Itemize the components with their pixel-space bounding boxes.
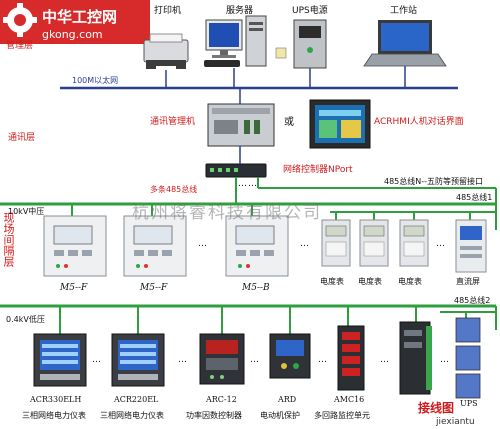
lv-ellipsis-2: … — [178, 355, 187, 365]
lv-ellipsis-3: … — [250, 355, 259, 365]
gkong-logo — [0, 0, 150, 44]
management-layer-label: 管理层 — [6, 41, 34, 51]
corner-logo-cn: 接线图 — [418, 401, 455, 415]
m5b-label: M5--B — [242, 283, 270, 293]
lv-ups-label: UPS — [460, 399, 478, 408]
printer-image — [143, 33, 189, 70]
comm-manager-label: 通讯管理机 — [150, 117, 196, 127]
acr330-label: ACR330ELH — [30, 395, 82, 404]
workstation-laptop-image — [363, 20, 447, 67]
m5f-label-2: M5--F — [140, 283, 168, 293]
lv-ellipsis-4: … — [318, 355, 327, 365]
amc16-label: AMC16 — [334, 395, 365, 404]
ethernet-bus — [60, 66, 458, 104]
lv-ellipsis-6: … — [440, 355, 449, 365]
m5b-relay — [225, 215, 289, 277]
bus485n-label: 485总线N--五防等预留接口 — [384, 177, 484, 186]
server-image — [204, 15, 267, 67]
hv-ellipsis-2: … — [300, 239, 309, 249]
corner-logo-en: jiexiantu — [436, 417, 475, 427]
ups-image — [275, 19, 327, 69]
dc-screen-label: 直流屏 — [456, 277, 480, 286]
acr330elh-meter — [33, 333, 87, 387]
hv-ellipsis: … — [198, 239, 207, 249]
hmi-panel-image — [309, 99, 371, 149]
server-label: 服务器 — [226, 6, 254, 16]
nport-controller-image — [205, 146, 267, 178]
multi485-label: 多条485总线 — [150, 185, 198, 194]
lv-caption-2: 三相网络电力仪表 — [100, 411, 164, 420]
ard-label: ARD — [278, 395, 297, 404]
m5f-label-1: M5--F — [60, 283, 88, 293]
acr220el-meter — [111, 333, 165, 387]
lv-caption-4: 电动机保护 — [260, 411, 300, 420]
logo-title: 中华工控网 — [42, 8, 118, 26]
corner-logo — [420, 400, 500, 429]
comm-manager-image — [207, 103, 275, 147]
meter-label-3: 电度表 — [398, 277, 422, 286]
acr220-label: ACR220EL — [114, 395, 159, 404]
communication-layer-label: 通讯层 — [8, 133, 36, 143]
energy-meter-1 — [321, 219, 351, 267]
m5f-relay-1 — [43, 215, 107, 277]
meter-label-1: 电度表 — [320, 277, 344, 286]
lv-ellipsis-5: … — [380, 355, 389, 365]
logo-domain: gkong.com — [42, 28, 103, 41]
amc16-unit — [337, 325, 365, 391]
ethernet-label: 100M以太网 — [72, 76, 119, 85]
company-watermark: 杭州将睿科技有限公司 — [132, 203, 322, 223]
energy-meter-3 — [399, 219, 429, 267]
hv-ellipsis-3: … — [436, 239, 445, 249]
arc12-controller — [199, 333, 245, 385]
rs485-bus-network — [0, 177, 497, 334]
ups-stack — [455, 317, 481, 399]
multi-loop-unit — [399, 321, 432, 395]
bus-ellipsis-1: … — [238, 179, 247, 189]
lv-label: 0.4kV低压 — [6, 315, 45, 324]
workstation-label: 工作站 — [390, 6, 418, 16]
gear-icon — [3, 3, 37, 37]
lv-caption-3: 功率因数控制器 — [186, 411, 242, 420]
lv-caption-5: 多回路监控单元 — [314, 411, 370, 420]
energy-meter-2 — [359, 219, 389, 267]
bus-ellipsis-2: … — [248, 179, 257, 189]
ups-label: UPS电源 — [292, 6, 328, 16]
printer-label: 打印机 — [154, 6, 182, 16]
arc12-label: ARC-12 — [206, 395, 237, 404]
lv-caption-1: 三相网络电力仪表 — [22, 411, 86, 420]
ard-motor-protector — [269, 333, 311, 379]
m5f-relay-2 — [123, 215, 187, 277]
meter-label-2: 电度表 — [358, 277, 382, 286]
bus485-1-label: 485总线1 — [456, 193, 493, 202]
bus485-2-label: 485总线2 — [454, 296, 491, 305]
hv-label: 10kV中压 — [8, 207, 45, 216]
dc-screen-cabinet — [455, 219, 487, 273]
field-layer-text: 现场间隔层 — [2, 212, 15, 267]
or-label: 或 — [284, 117, 294, 128]
hmi-label: ACRHMI人机对话界面 — [374, 117, 464, 127]
nport-label: 网络控制器NPort — [283, 165, 353, 175]
field-layer-label: 现场间隔层 — [2, 212, 15, 270]
lv-ellipsis-1: … — [92, 355, 101, 365]
